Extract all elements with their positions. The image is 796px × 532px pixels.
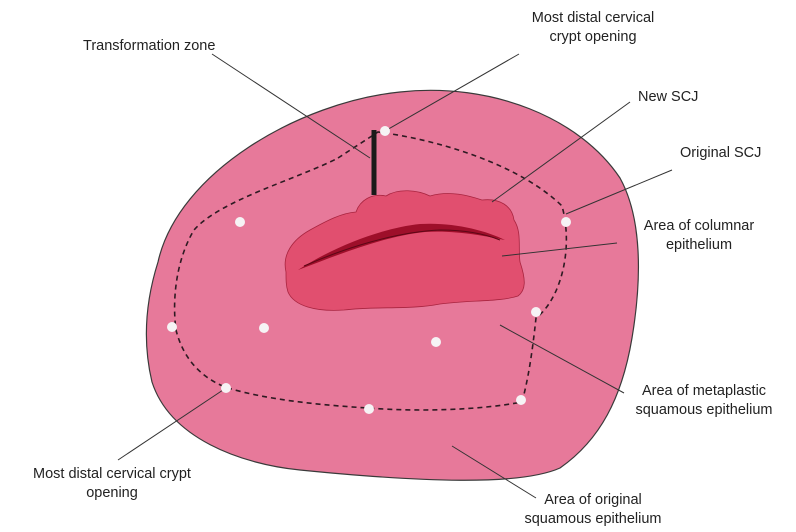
crypt-opening-dot bbox=[516, 395, 526, 405]
label-distal-crypt-bottom: Most distal cervical crypt opening bbox=[4, 465, 220, 503]
crypt-opening-dot bbox=[364, 404, 374, 414]
crypt-opening-dot bbox=[259, 323, 269, 333]
crypt-opening-dot bbox=[167, 322, 177, 332]
crypt-opening-dot bbox=[531, 307, 541, 317]
label-metaplastic: Area of metaplastic squamous epithelium bbox=[618, 382, 790, 420]
label-original-squamous: Area of original squamous epithelium bbox=[505, 491, 681, 529]
crypt-opening-dot bbox=[431, 337, 441, 347]
label-new-scj: New SCJ bbox=[638, 88, 698, 107]
crypt-opening-dot bbox=[221, 383, 231, 393]
crypt-opening-dot bbox=[235, 217, 245, 227]
label-transformation-zone: Transformation zone bbox=[83, 37, 215, 56]
crypt-opening-dot bbox=[561, 217, 571, 227]
label-distal-crypt-top: Most distal cervical crypt opening bbox=[508, 9, 678, 47]
crypt-opening-dot bbox=[380, 126, 390, 136]
label-columnar: Area of columnar epithelium bbox=[620, 217, 778, 255]
label-original-scj: Original SCJ bbox=[680, 144, 761, 163]
